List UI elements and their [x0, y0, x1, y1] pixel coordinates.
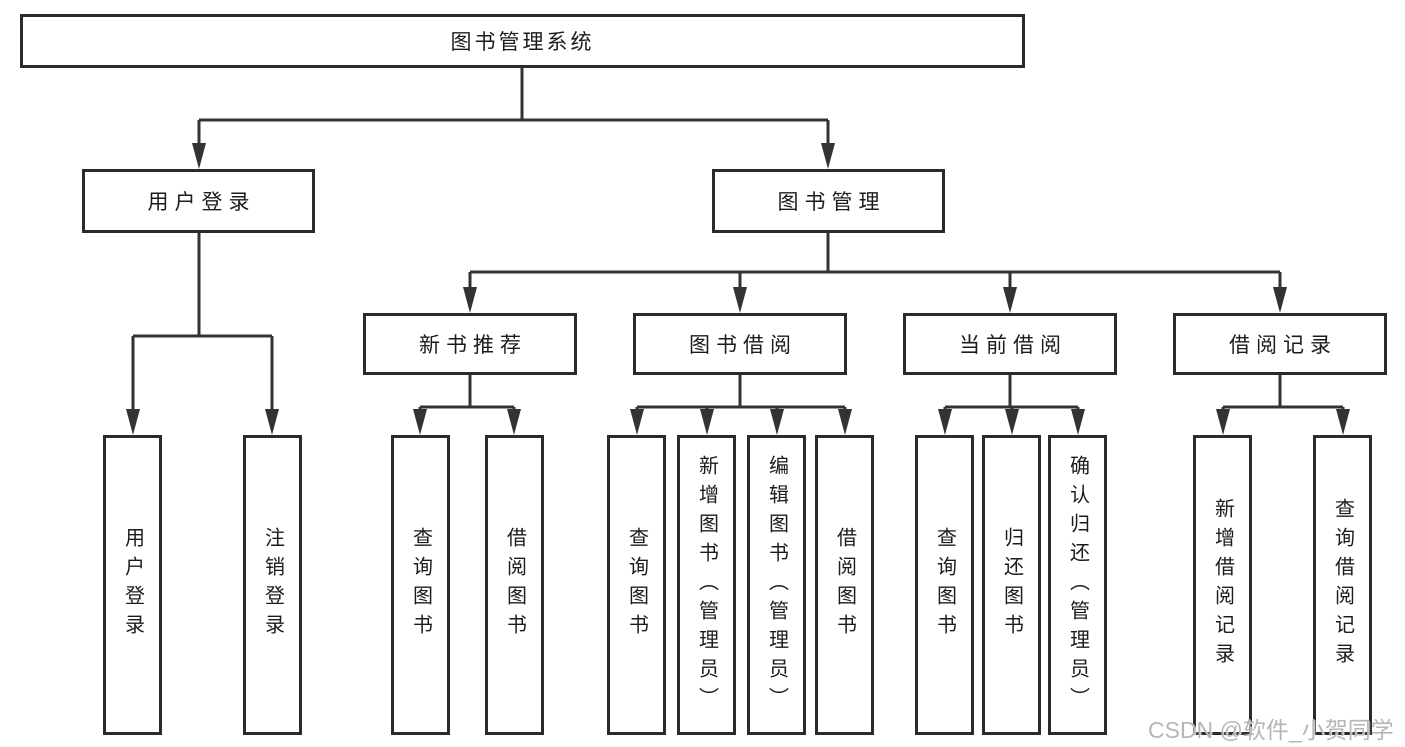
node-borrow-record: 借阅记录 [1173, 313, 1387, 375]
csdn-watermark: CSDN @软件_小贺同学 [1148, 717, 1394, 743]
node-label: 归还图书 [1000, 527, 1023, 643]
leaf-add-books-admin: 新增图书（管理员） [677, 435, 736, 735]
node-label: 用户登录 [121, 527, 144, 643]
leaf-borrow-books: 借阅图书 [815, 435, 874, 735]
leaf-add-borrow-record: 新增借阅记录 [1193, 435, 1252, 735]
node-label: 图书管理 [777, 191, 886, 214]
leaf-query-books-current: 查询图书 [915, 435, 974, 735]
node-label: 查询图书 [625, 527, 648, 643]
node-new-book-recommend: 新书推荐 [363, 313, 577, 375]
node-book-management-branch: 图书管理 [712, 169, 945, 233]
leaf-query-borrow-record: 查询借阅记录 [1313, 435, 1372, 735]
node-label: 查询图书 [409, 527, 432, 643]
node-label: 查询图书 [933, 527, 956, 643]
node-label: 借阅图书 [503, 527, 526, 643]
node-label: 新增图书（管理员） [695, 454, 718, 716]
node-label: 查询借阅记录 [1331, 498, 1354, 672]
leaf-query-books-recommend: 查询图书 [391, 435, 450, 735]
node-label: 图书管理系统 [450, 31, 595, 54]
node-label: 借阅记录 [1229, 334, 1337, 357]
node-label: 图书借阅 [689, 334, 797, 357]
leaf-return-books: 归还图书 [982, 435, 1041, 735]
leaf-query-books-borrow: 查询图书 [607, 435, 666, 735]
leaf-borrow-books-recommend: 借阅图书 [485, 435, 544, 735]
node-label: 编辑图书（管理员） [765, 454, 788, 716]
leaf-user-login: 用户登录 [103, 435, 162, 735]
node-book-borrow: 图书借阅 [633, 313, 847, 375]
node-label: 借阅图书 [833, 527, 856, 643]
node-label: 新增借阅记录 [1211, 498, 1234, 672]
leaf-logout: 注销登录 [243, 435, 302, 735]
node-label: 注销登录 [261, 527, 284, 643]
node-label: 新书推荐 [419, 334, 527, 357]
node-label: 当前借阅 [959, 334, 1067, 357]
node-label: 用户登录 [147, 191, 256, 214]
leaf-confirm-return-admin: 确认归还（管理员） [1048, 435, 1107, 735]
node-library-management-system: 图书管理系统 [20, 14, 1025, 68]
node-current-borrow: 当前借阅 [903, 313, 1117, 375]
leaf-edit-books-admin: 编辑图书（管理员） [747, 435, 806, 735]
node-user-login-branch: 用户登录 [82, 169, 315, 233]
node-label: 确认归还（管理员） [1066, 454, 1089, 716]
